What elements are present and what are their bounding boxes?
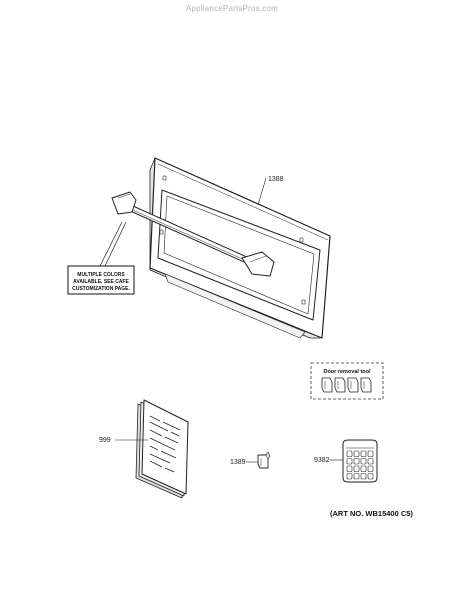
kit-compartment [360,450,367,457]
kit-compartment [353,450,360,457]
kit-compartment [346,473,353,480]
leader-1388 [257,177,267,206]
kit-compartment [346,450,353,457]
note-line-3: CUSTOMIZATION PAGE. [72,286,130,292]
door-handle[interactable] [111,191,275,277]
oven-door[interactable] [149,157,331,339]
art-number: (ART NO. WB15400 C5) [330,509,413,518]
part-label-1389[interactable]: 1389 [230,459,246,466]
door-removal-tool-box[interactable]: Door removal tool [310,362,384,400]
kit-compartment [360,473,367,480]
kit-compartment [353,458,360,465]
part-label-999[interactable]: 999 [99,437,111,444]
kit-compartment [367,473,374,480]
kit-compartment [367,465,374,472]
note-line-1: MULTIPLE COLORS [77,272,125,278]
kit-compartment [346,465,353,472]
part-label-1388[interactable]: 1388 [268,176,284,183]
kit-compartment [367,450,374,457]
literature-kit[interactable] [135,399,189,499]
door-clip[interactable] [257,451,271,469]
kit-compartment [346,458,353,465]
color-note-callout: MULTIPLE COLORS AVAILABLE. SEE CAFE CUST… [67,221,135,295]
hardware-kit[interactable] [342,439,378,483]
part-label-9382[interactable]: 9382 [314,457,330,464]
note-line-2: AVAILABLE. SEE CAFE [73,279,129,285]
watermark: AppliancePartsPros.com [186,4,278,13]
kit-compartment [353,473,360,480]
door-removal-tool-label: Door removal tool [323,369,371,375]
kit-compartment [360,465,367,472]
kit-compartment [367,458,374,465]
kit-compartment [353,465,360,472]
kit-compartment [360,458,367,465]
